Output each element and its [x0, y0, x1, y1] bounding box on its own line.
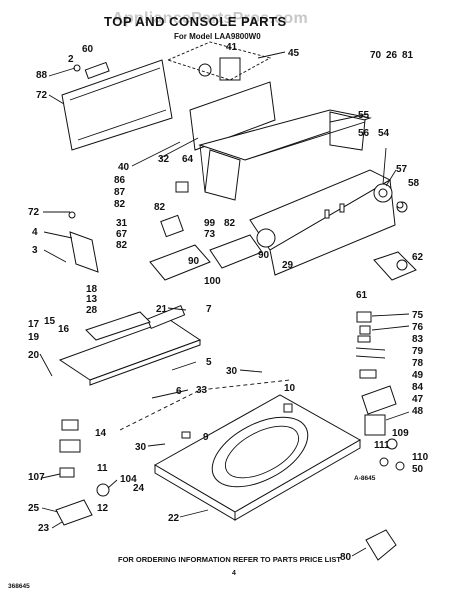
callout-label: 9	[203, 432, 209, 443]
model-subtitle: For Model LAA9800W0	[174, 32, 261, 41]
callout-label: 107	[28, 472, 45, 483]
callout-label: 19	[28, 332, 40, 343]
callout-label: 6	[176, 386, 182, 397]
lid-assembly	[58, 304, 202, 386]
callout-label: 58	[408, 178, 420, 189]
callout-label: 3	[32, 245, 38, 256]
callout-label: 25	[28, 503, 40, 514]
callout-label: 14	[95, 428, 107, 439]
callout-label: 21	[156, 304, 168, 315]
callout-label: 82	[114, 199, 126, 210]
callout-label: 82	[154, 202, 166, 213]
callout-label: 32	[158, 154, 170, 165]
callout-label: 111	[374, 440, 390, 451]
callout-label: 87	[114, 187, 126, 198]
callout-label: 109	[392, 428, 409, 439]
callout-label: 104	[120, 474, 137, 485]
callout-label: 40	[118, 162, 130, 173]
callout-label: 10	[284, 383, 296, 394]
callout-label: 72	[28, 207, 40, 218]
callout-label: 57	[396, 164, 408, 175]
callout-label: 62	[412, 252, 424, 263]
callout-label: 13	[86, 294, 98, 305]
side-bracket	[68, 211, 99, 273]
callout-labels: 2 60 88 72 40 32 64 41 45 70 26 81 55 56…	[28, 42, 429, 563]
callout-label: 72	[36, 90, 48, 101]
figure-reference: A-8645	[354, 475, 376, 482]
callout-label: 56	[358, 128, 370, 139]
callout-label: 90	[188, 256, 200, 267]
callout-label: 82	[224, 218, 236, 229]
callout-label: 55	[358, 110, 370, 121]
bumper-part	[365, 529, 397, 561]
service-parts	[355, 201, 405, 471]
callout-label: 26	[386, 50, 398, 61]
callout-label: 4	[32, 227, 38, 238]
callout-label: 20	[28, 350, 40, 361]
callout-label: 45	[288, 48, 300, 59]
callout-label: 24	[133, 483, 145, 494]
callout-label: 33	[196, 385, 208, 396]
callout-label: 110	[412, 452, 429, 463]
lid-switch-parts	[55, 419, 110, 526]
leader-lines	[39, 51, 410, 557]
callout-label: 78	[412, 358, 424, 369]
callout-label: 30	[226, 366, 238, 377]
console-frame	[198, 109, 372, 201]
callout-label: 7	[206, 304, 212, 315]
callout-label: 18	[86, 284, 98, 295]
callout-label: 76	[412, 322, 424, 333]
callout-label: 86	[114, 175, 126, 186]
callout-label: 80	[340, 552, 352, 563]
callout-label: 5	[206, 357, 212, 368]
callout-label: 90	[258, 250, 270, 261]
callout-label: 15	[44, 316, 56, 327]
callout-label: 49	[412, 370, 424, 381]
callout-label: 79	[412, 346, 424, 357]
callout-label: 60	[82, 44, 94, 55]
callout-label: 16	[58, 324, 70, 335]
callout-label: 28	[86, 305, 98, 316]
callout-label: 12	[97, 503, 109, 514]
page-number: 4	[232, 570, 236, 577]
callout-label: 47	[412, 394, 424, 405]
callout-label: 31	[116, 218, 128, 229]
console-panel-left	[61, 59, 173, 151]
diagram-title: TOP AND CONSOLE PARTS	[104, 14, 287, 29]
callout-label: 82	[116, 240, 128, 251]
callout-label: 88	[36, 70, 48, 81]
callout-label: 73	[204, 229, 216, 240]
callout-label: 48	[412, 406, 424, 417]
callout-label: 30	[135, 442, 147, 453]
ordering-instruction: FOR ORDERING INFORMATION REFER TO PARTS …	[118, 555, 341, 564]
switch-brackets	[149, 181, 276, 281]
callout-label: 67	[116, 229, 128, 240]
callout-label: 64	[182, 154, 194, 165]
callout-label: 50	[412, 464, 424, 475]
callout-label: 17	[28, 319, 40, 330]
callout-label: 41	[226, 42, 238, 53]
watermark-text: AppliancePartsPros.com	[112, 10, 308, 27]
callout-label: 100	[204, 276, 221, 287]
callout-label: 54	[378, 128, 390, 139]
callout-label: 83	[412, 334, 424, 345]
knob-assembly	[373, 251, 417, 281]
control-bracket	[166, 41, 276, 151]
callout-label: 70	[370, 50, 382, 61]
callout-label: 11	[97, 463, 108, 474]
callout-label: 22	[168, 513, 180, 524]
callout-label: 99	[204, 218, 216, 229]
callout-label: 23	[38, 523, 50, 534]
callout-label: 61	[356, 290, 368, 301]
callout-label: 81	[402, 50, 414, 61]
callout-label: 84	[412, 382, 424, 393]
document-number: 368645	[8, 583, 30, 590]
callout-label: 75	[412, 310, 424, 321]
callout-label: 29	[282, 260, 294, 271]
top-cabinet	[119, 379, 362, 521]
callout-label: 2	[68, 54, 74, 65]
